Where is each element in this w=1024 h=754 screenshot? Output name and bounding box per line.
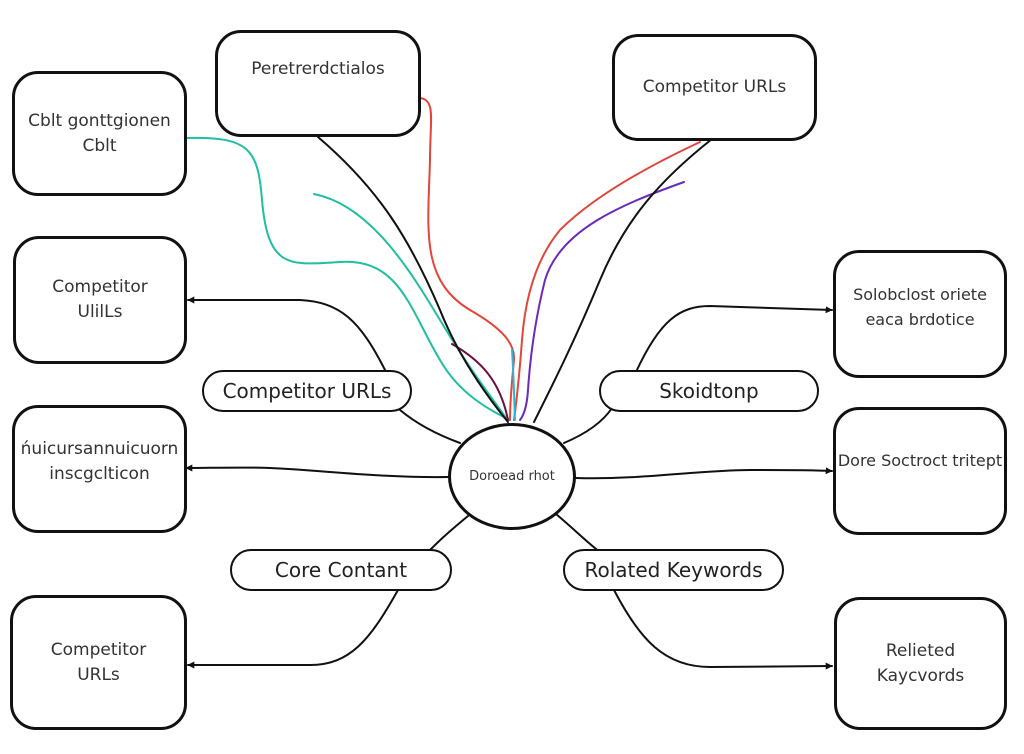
node-label-line: Cblt xyxy=(82,135,117,156)
connector-hub-to-left-2 xyxy=(185,464,449,479)
cyan-connector xyxy=(511,349,516,421)
pill-related-keywords[interactable]: Rolated Keywords xyxy=(563,549,784,591)
teal-connector-top-left xyxy=(185,136,511,421)
pill-label: Skoidtonp xyxy=(659,379,759,403)
pill-skoidtonp[interactable]: Skoidtonp xyxy=(599,370,819,412)
node-label-line: UlilLs xyxy=(77,302,123,322)
node-right-3[interactable]: Relieted Kaycvords xyxy=(834,597,1007,730)
connector-pill-competitor-to-left-1 xyxy=(187,296,387,373)
node-label-line: Dore Soctroct tritept xyxy=(837,450,1003,470)
teal-connector-inner xyxy=(313,193,507,419)
node-label-line: Peretrerdctialos xyxy=(251,59,385,79)
maroon-connector xyxy=(451,343,509,421)
connector-pill-core-to-left-3 xyxy=(187,589,399,669)
node-label-line: Relieted xyxy=(885,640,956,661)
purple-connector xyxy=(519,181,685,421)
node-label-line: Competitor URLs xyxy=(642,77,787,97)
hub-label: Doroead rhot xyxy=(469,469,555,484)
connector-top-right xyxy=(533,138,713,423)
connector-top-center xyxy=(317,136,509,423)
node-label-line: Cblt gonttgionen xyxy=(28,110,171,131)
node-top-left[interactable]: Cblt gonttgionen Cblt xyxy=(12,71,187,196)
red-connector-top-center xyxy=(419,97,516,421)
connector-hub-to-right-2 xyxy=(575,467,833,480)
node-left-1[interactable]: Competitor UlilLs xyxy=(13,236,187,364)
node-left-2[interactable]: ńuicursannuicuorn inscgclticon xyxy=(12,405,187,533)
pill-core-content[interactable]: Core Contant xyxy=(230,549,452,591)
pill-label: Competitor URLs xyxy=(222,379,392,403)
node-right-1[interactable]: Solobclost oriete eaca brdotice xyxy=(833,250,1007,378)
red-connector-top-right xyxy=(513,141,701,421)
node-label-line: ńuicursannuicuorn xyxy=(20,439,179,459)
node-right-2[interactable]: Dore Soctroct tritept xyxy=(833,407,1007,535)
central-hub-node[interactable]: Doroead rhot xyxy=(448,423,576,530)
node-label-line: Kaycvords xyxy=(876,665,965,686)
node-top-right[interactable]: Competitor URLs xyxy=(612,34,817,141)
pill-label: Rolated Keywords xyxy=(584,558,763,582)
pill-label: Core Contant xyxy=(274,558,408,582)
connector-pill-related-to-right-3 xyxy=(613,589,833,670)
connector-hub-to-pill-related xyxy=(555,513,601,553)
node-left-3[interactable]: Competitor URLs xyxy=(10,595,187,730)
node-label-line: URLs xyxy=(77,664,120,685)
connector-pill-skoidtonp-to-right-1 xyxy=(635,304,833,373)
connector-hub-to-pill-core xyxy=(429,515,469,551)
node-top-center[interactable]: Peretrerdctialos xyxy=(215,30,421,137)
connector-hub-to-pill-skoidtonp xyxy=(563,407,613,444)
node-label-line: Competitor xyxy=(52,277,148,297)
pill-competitor-urls[interactable]: Competitor URLs xyxy=(202,370,412,412)
node-label-line: inscgclticon xyxy=(49,464,150,484)
node-label-line: Competitor xyxy=(50,639,147,660)
node-label-line: Solobclost oriete xyxy=(853,285,987,304)
node-label-line: eaca brdotice xyxy=(865,310,975,329)
connector-hub-to-pill-competitor xyxy=(399,409,461,444)
